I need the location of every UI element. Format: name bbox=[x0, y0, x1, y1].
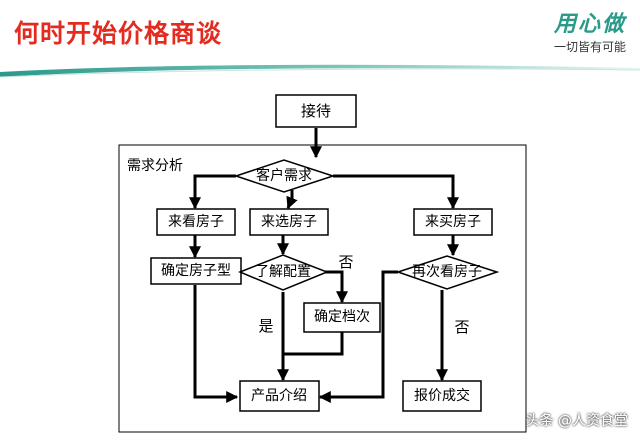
label-revisit: 再次看房子 bbox=[412, 264, 482, 280]
logo-main-text: 用心做 bbox=[553, 12, 626, 37]
node-buy bbox=[413, 208, 493, 236]
edge-label-no-revisit: 否 bbox=[454, 318, 469, 336]
logo-slogan: 一切皆有可能 bbox=[553, 40, 626, 54]
label-customer-needs: 客户需求 bbox=[256, 167, 312, 184]
edge-grade-intro bbox=[283, 332, 344, 356]
brand-logo: 用心做 一切皆有可能 bbox=[554, 6, 626, 55]
edge-label-yes-config: 是 bbox=[258, 317, 273, 335]
label-confirm-grade: 确定档次 bbox=[314, 309, 370, 325]
analysis-group-frame bbox=[118, 144, 527, 433]
node-product-intro bbox=[239, 380, 320, 412]
label-browse: 来看房子 bbox=[168, 214, 224, 230]
edge-label-no-config: 否 bbox=[338, 253, 353, 271]
watermark: 头条 @人资食堂 bbox=[525, 413, 628, 429]
page-title: 何时开始价格商谈 bbox=[14, 19, 223, 48]
edge-revisit-intro bbox=[318, 270, 398, 403]
edge-type-intro bbox=[193, 285, 239, 403]
edge-needs-buy bbox=[333, 174, 459, 210]
node-customer-needs bbox=[233, 159, 336, 193]
label-buy: 来买房子 bbox=[425, 214, 481, 230]
node-choose bbox=[249, 208, 329, 236]
node-quote-deal bbox=[402, 380, 482, 412]
node-browse bbox=[156, 208, 236, 236]
header-divider bbox=[0, 64, 640, 78]
label-understand-config: 了解配置 bbox=[255, 264, 311, 280]
label-confirm-type: 确定房子型 bbox=[161, 263, 231, 279]
node-confirm-grade bbox=[303, 302, 381, 333]
label-choose: 来选房子 bbox=[261, 214, 317, 230]
edge-needs-choose bbox=[286, 190, 298, 210]
group-label: 需求分析 bbox=[127, 158, 183, 174]
node-understand-config bbox=[238, 254, 330, 291]
label-quote-deal: 报价成交 bbox=[414, 387, 470, 404]
node-revisit bbox=[395, 255, 500, 290]
edge-needs-browse bbox=[189, 174, 236, 210]
label-product-intro: 产品介绍 bbox=[251, 388, 307, 404]
node-confirm-type bbox=[150, 257, 242, 285]
label-reception: 接待 bbox=[301, 102, 331, 120]
node-reception bbox=[275, 94, 357, 128]
